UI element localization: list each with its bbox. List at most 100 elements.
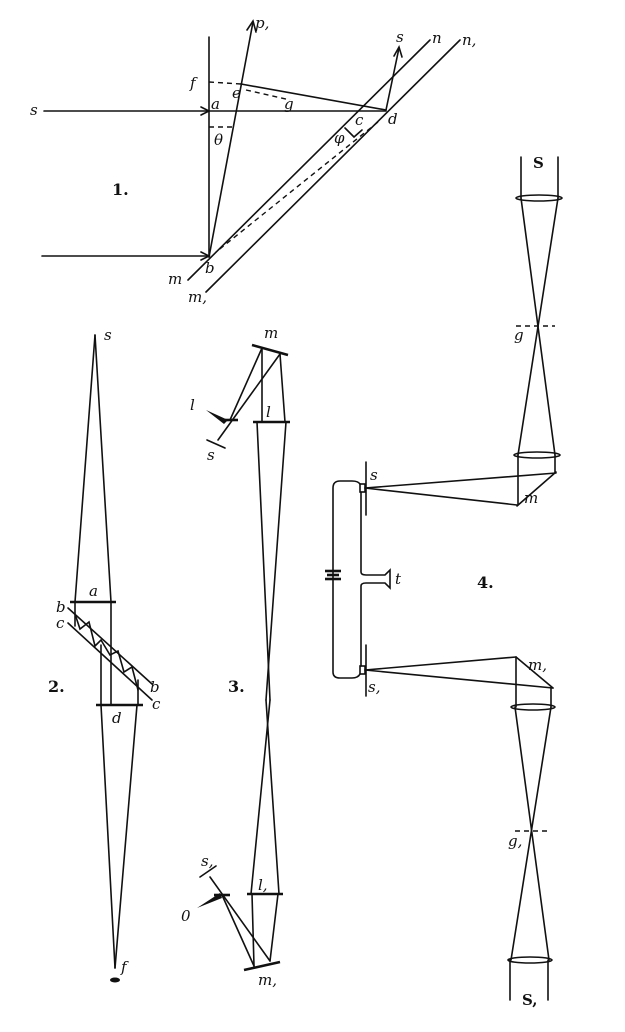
- lens: [507, 956, 553, 964]
- figure-4: S g m s t s, m, g, S, 4.: [325, 154, 563, 1009]
- label-m: m: [168, 270, 182, 288]
- label-c: c: [56, 614, 65, 632]
- ray: [251, 893, 255, 967]
- label-g1: g,: [508, 832, 522, 850]
- label-m1: m,: [188, 288, 207, 306]
- label-b: b: [56, 598, 66, 616]
- ray: [114, 704, 138, 969]
- label-e: e: [232, 84, 241, 102]
- arrow-head-icon: [200, 251, 211, 261]
- mirror-m: [516, 471, 557, 507]
- ray: [209, 876, 271, 962]
- label-s1: s,: [201, 852, 213, 870]
- focus-f: [110, 977, 120, 983]
- label-o: 0: [181, 907, 191, 925]
- ray: [265, 699, 280, 895]
- arrow-head-icon: [246, 19, 257, 33]
- label-g: g: [514, 326, 524, 344]
- ray: [250, 699, 271, 895]
- ray: [74, 334, 96, 603]
- figure-3: m l l s s, 0 l, m, 3.: [181, 324, 290, 989]
- ray: [94, 334, 112, 603]
- ray: [229, 347, 263, 421]
- figure-number-3: 3.: [228, 677, 245, 696]
- label-s: s: [370, 466, 378, 484]
- lens: [515, 194, 563, 202]
- label-s: s: [30, 101, 38, 119]
- plate-hatching: [74, 613, 139, 691]
- arrow-head-icon: [393, 44, 403, 58]
- eyepiece: [206, 410, 228, 424]
- label-m1: m,: [258, 971, 277, 989]
- label-a: a: [89, 582, 98, 600]
- lens: [513, 451, 561, 459]
- figure-number-2: 2.: [48, 677, 65, 696]
- ray: [256, 421, 271, 701]
- label-S1: S,: [522, 991, 538, 1009]
- label-phi: φ: [334, 129, 345, 147]
- slit-s1: [199, 865, 217, 878]
- label-d: d: [112, 709, 122, 727]
- ray: [100, 704, 116, 969]
- mirror-m1: [515, 656, 554, 689]
- label-f: f: [189, 74, 198, 92]
- ray: [269, 893, 279, 962]
- mirror-m1: [243, 960, 281, 972]
- label-b: b: [150, 678, 160, 696]
- label-s: s: [104, 326, 112, 344]
- label-s1: s,: [368, 678, 380, 696]
- ray: [279, 353, 286, 423]
- dashed-e-g: [245, 89, 291, 101]
- label-g: g: [284, 95, 294, 113]
- surface-m1-n1: [205, 39, 461, 293]
- ray-s-out: [385, 47, 400, 111]
- label-d: d: [388, 110, 398, 128]
- label-c: c: [152, 695, 161, 713]
- spark-gap: [359, 483, 366, 493]
- lens: [510, 703, 556, 711]
- ray: [364, 487, 518, 506]
- label-n: n: [432, 29, 442, 47]
- figure-number-4: 4.: [477, 573, 494, 592]
- label-l1: l,: [258, 876, 268, 894]
- ray-p1: [208, 21, 254, 258]
- label-s-out: s: [396, 28, 404, 46]
- figure-1: p, s f e g a θ φ c d s n n, m m, b 1.: [30, 14, 476, 306]
- label-s: s: [207, 446, 215, 464]
- ray: [514, 706, 550, 961]
- label-b: b: [205, 259, 215, 277]
- ray: [364, 669, 554, 689]
- label-c: c: [355, 111, 364, 129]
- right-angle-mark: [344, 127, 363, 139]
- arrow-head-icon: [200, 106, 211, 116]
- telephone-t: [360, 491, 391, 667]
- label-l: l: [266, 403, 271, 421]
- label-o: l: [190, 396, 195, 414]
- figure-number-1: 1.: [112, 180, 129, 199]
- figure-2: s a b c b c d f 2.: [48, 326, 161, 983]
- ray: [221, 894, 255, 967]
- ray: [364, 656, 517, 671]
- label-a: a: [211, 95, 220, 113]
- mirror-m: [251, 343, 289, 357]
- label-S: S: [533, 154, 544, 172]
- label-n1: n,: [462, 31, 476, 49]
- plate-c: [67, 622, 153, 701]
- label-m: m: [524, 489, 538, 507]
- ray: [265, 421, 287, 701]
- ray: [510, 706, 552, 961]
- eyepiece: [197, 893, 222, 908]
- label-p1: p,: [255, 14, 269, 32]
- line-e-d: [240, 83, 387, 111]
- label-m1: m,: [528, 656, 547, 674]
- label-theta: θ: [214, 131, 223, 149]
- label-f: f: [120, 958, 129, 976]
- surface-m-n: [187, 39, 431, 281]
- ray: [217, 353, 281, 441]
- plate-b: [67, 607, 153, 685]
- ray: [364, 472, 557, 489]
- dashed-d-b: [215, 121, 379, 253]
- slit-s: [206, 439, 226, 449]
- label-t: t: [395, 570, 402, 588]
